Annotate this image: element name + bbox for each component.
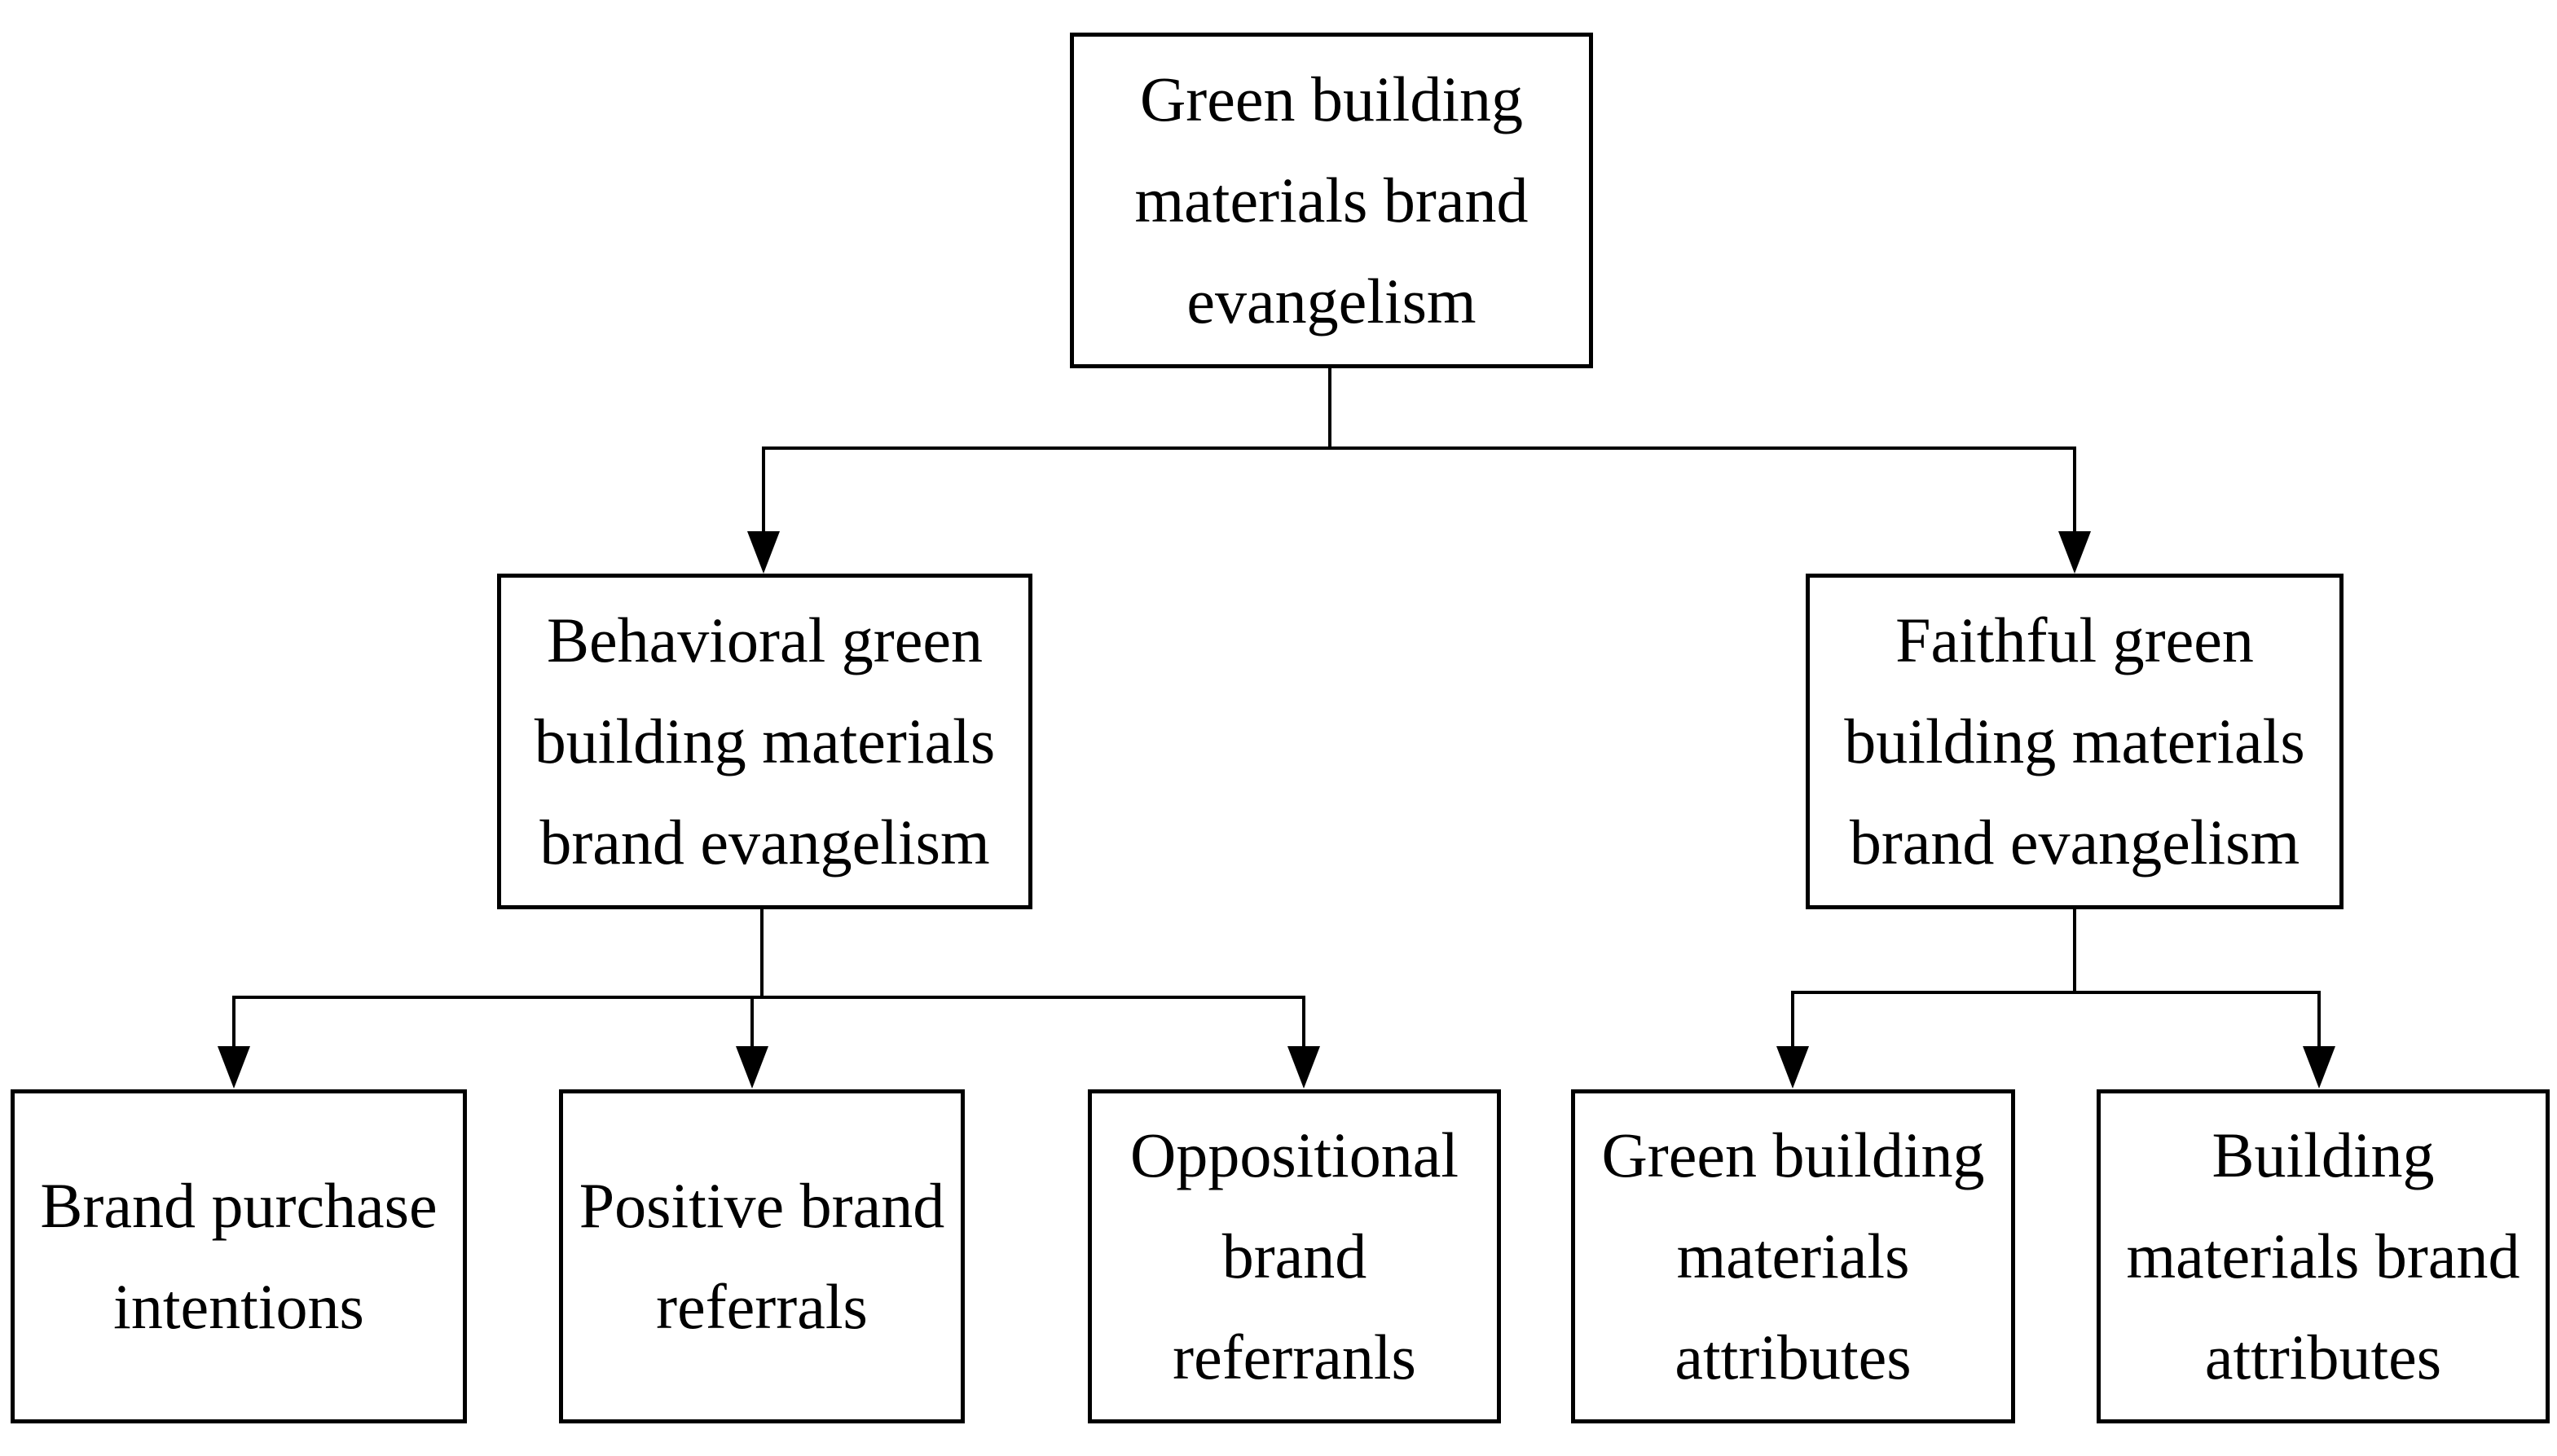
connector-drop-to-behavioral bbox=[762, 446, 765, 536]
arrowhead-down-positive-referrals-icon bbox=[736, 1046, 768, 1089]
node-oppositional-brand-referrals: Oppositional brand referranls bbox=[1088, 1089, 1501, 1423]
connector-right-branch-bar bbox=[1791, 991, 2321, 994]
node-root-green-building-materials-brand-evangelism: Green building materials brand evangelis… bbox=[1070, 33, 1593, 368]
connector-faithful-stem bbox=[2073, 909, 2076, 994]
node-positive-brand-referrals: Positive brand referrals bbox=[559, 1089, 965, 1423]
connector-behavioral-stem bbox=[760, 909, 764, 999]
arrowhead-down-building-attributes-icon bbox=[2303, 1046, 2335, 1089]
node-behavioral-brand-evangelism: Behavioral green building materials bran… bbox=[497, 574, 1032, 909]
connector-top-branch-bar bbox=[762, 446, 2076, 450]
node-green-building-materials-attributes: Green building materials attributes bbox=[1571, 1089, 2015, 1423]
node-brand-purchase-intentions: Brand purchase intentions bbox=[11, 1089, 467, 1423]
arrowhead-down-faithful-icon bbox=[2058, 531, 2091, 574]
arrowhead-down-behavioral-icon bbox=[747, 531, 780, 574]
connector-drop-to-positive-referrals bbox=[750, 996, 754, 1046]
arrowhead-down-oppositional-referrals-icon bbox=[1287, 1046, 1320, 1089]
node-building-materials-brand-attributes: Building materials brand attributes bbox=[2097, 1089, 2550, 1423]
connector-drop-to-oppositional-referrals bbox=[1302, 996, 1305, 1046]
arrowhead-down-brand-purchase-icon bbox=[218, 1046, 250, 1089]
connector-left-branch-bar bbox=[232, 996, 1305, 999]
connector-drop-to-brand-purchase bbox=[232, 996, 235, 1046]
connector-root-stem bbox=[1328, 368, 1331, 448]
node-faithful-brand-evangelism: Faithful green building materials brand … bbox=[1806, 574, 2344, 909]
connector-drop-to-green-attributes bbox=[1791, 994, 1794, 1046]
arrowhead-down-green-attributes-icon bbox=[1776, 1046, 1809, 1089]
connector-drop-to-building-attributes bbox=[2317, 994, 2321, 1046]
connector-drop-to-faithful bbox=[2073, 446, 2076, 536]
